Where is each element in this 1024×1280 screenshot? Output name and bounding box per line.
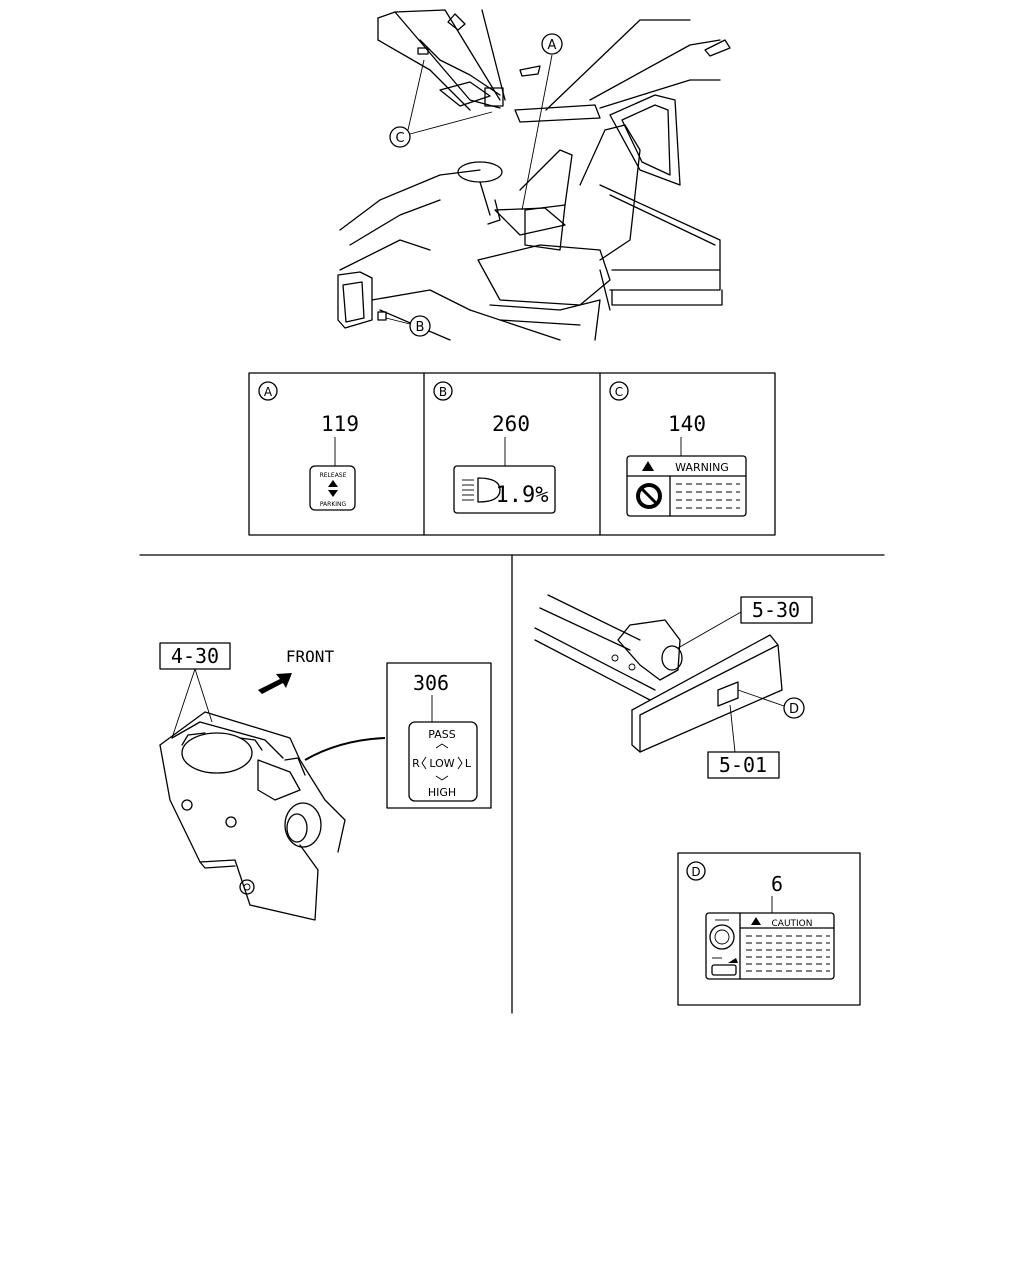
- high-text: HIGH: [428, 786, 456, 799]
- cell-a-release-text: RELEASE: [320, 472, 347, 479]
- callout-d: D: [737, 689, 805, 719]
- chevron-left-icon: [421, 756, 427, 770]
- label-cell-b: B 260 1.9%: [433, 381, 556, 514]
- label-cell-a: A 119 RELEASE PARKING: [258, 381, 359, 511]
- ref-5-30-text: 5-30: [752, 598, 800, 622]
- front-direction-indicator: FRONT: [258, 647, 334, 694]
- chevron-up-icon: [435, 743, 449, 749]
- caution-text-lines: [746, 935, 830, 972]
- pass-text: PASS: [428, 728, 455, 741]
- ref-4-30-text: 4-30: [171, 644, 219, 668]
- callout-a-letter: A: [548, 38, 557, 53]
- callout-a: A: [521, 33, 563, 211]
- right-turn-text: R: [412, 757, 420, 770]
- arrow-up-icon: [328, 480, 338, 487]
- cell-c-warning-text: WARNING: [675, 461, 729, 474]
- warning-triangle-icon: [642, 461, 654, 471]
- column-switch-illustration: [159, 711, 386, 921]
- ref-box-5-30: 5-30: [677, 596, 813, 649]
- front-text: FRONT: [286, 647, 335, 666]
- caution-triangle-icon: [751, 917, 761, 925]
- detail-d-label: D 6 CAUTION: [677, 852, 861, 1006]
- cell-a-letter: A: [264, 385, 273, 399]
- label-table: [248, 372, 776, 536]
- callout-d-letter: D: [789, 702, 799, 717]
- detail-d-caution-text: CAUTION: [772, 919, 813, 929]
- ref-5-01-text: 5-01: [719, 753, 767, 777]
- cell-a-part-number: 119: [321, 412, 359, 436]
- arrow-down-icon: [328, 490, 338, 497]
- cell-b-letter: B: [439, 385, 447, 399]
- label-306-number: 306: [413, 671, 449, 695]
- callout-b: B: [385, 315, 431, 337]
- detail-d-letter: D: [691, 865, 700, 879]
- callout-b-letter: B: [416, 320, 425, 335]
- control-lever-icon: [711, 957, 738, 976]
- callout-c-letter: C: [395, 131, 404, 146]
- frame-illustration: [534, 594, 783, 753]
- headlight-leveling-icon: [462, 477, 501, 503]
- front-arrow-icon: [258, 673, 292, 694]
- cell-c-letter: C: [615, 385, 623, 399]
- cab-interior-illustration: [337, 9, 731, 341]
- prohibition-icon: [636, 483, 662, 509]
- detail-d-part-number: 6: [771, 872, 783, 896]
- chevron-right-icon: [457, 756, 463, 770]
- ref-box-4-30: 4-30: [159, 642, 231, 739]
- cell-b-percent-text: 1.9%: [496, 483, 549, 508]
- dial-icon: [709, 919, 735, 950]
- cell-b-part-number: 260: [492, 412, 530, 436]
- cell-a-parking-text: PARKING: [320, 501, 347, 508]
- callout-c: C: [389, 59, 493, 148]
- left-turn-text: L: [465, 757, 472, 770]
- chevron-down-icon: [435, 775, 449, 781]
- warning-text-lines: [676, 483, 740, 509]
- label-cell-c: C 140 WARNING: [609, 381, 747, 517]
- ref-box-5-01: 5-01: [707, 704, 780, 779]
- low-text: LOW: [429, 757, 454, 770]
- label-306: 306 PASS R LOW L HIGH: [386, 662, 492, 809]
- cell-c-part-number: 140: [668, 412, 706, 436]
